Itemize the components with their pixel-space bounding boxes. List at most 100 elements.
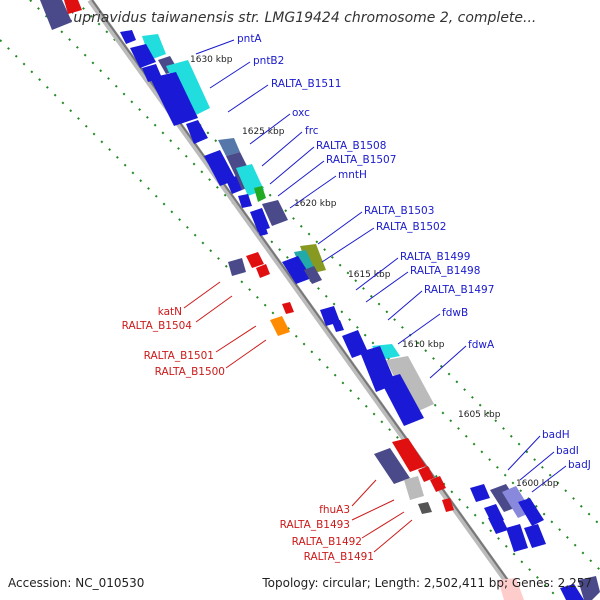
gene-arrow[interactable] bbox=[332, 320, 344, 332]
leader-line bbox=[215, 325, 257, 353]
gene-arrow[interactable] bbox=[418, 466, 434, 482]
leader-line bbox=[351, 499, 395, 521]
backbone-shadow bbox=[87, 0, 523, 600]
gene-arrow[interactable] bbox=[342, 330, 368, 358]
gene-arrow[interactable] bbox=[186, 120, 208, 144]
tick-label: 1630 kbp bbox=[190, 55, 233, 65]
gene-arrow[interactable] bbox=[226, 176, 242, 194]
gene-label-badJ[interactable]: badJ bbox=[568, 459, 591, 471]
gene-arrow[interactable] bbox=[40, 0, 72, 30]
tick-label: 1610 kbp bbox=[402, 340, 445, 350]
gene-arrow[interactable] bbox=[374, 448, 410, 484]
gene-arrow[interactable] bbox=[418, 502, 432, 514]
gene-arrow[interactable] bbox=[282, 302, 294, 314]
gene-arrow[interactable] bbox=[238, 194, 252, 208]
gene-arrow[interactable] bbox=[246, 252, 264, 268]
leader-line bbox=[261, 131, 303, 167]
gene-label-fdwB[interactable]: fdwB bbox=[442, 307, 468, 319]
gene-arrow[interactable] bbox=[320, 306, 340, 326]
gene-arrow[interactable] bbox=[218, 138, 240, 156]
leader-lines-left bbox=[183, 281, 413, 553]
gene-arrow[interactable] bbox=[380, 374, 424, 426]
gene-label-mntH[interactable]: mntH bbox=[338, 169, 367, 181]
leader-line bbox=[355, 257, 399, 291]
leader-line bbox=[269, 146, 315, 185]
reverse-features bbox=[64, 0, 524, 600]
gene-label-RALTA_B1501[interactable]: RALTA_B1501 bbox=[144, 350, 214, 362]
gene-arrow[interactable] bbox=[150, 72, 198, 126]
gene-label-oxc[interactable]: oxc bbox=[292, 107, 310, 119]
leader-line bbox=[209, 61, 251, 89]
gene-arrow[interactable] bbox=[430, 476, 446, 492]
leader-line bbox=[365, 271, 409, 303]
leader-line bbox=[429, 345, 467, 379]
guide-line-1 bbox=[29, 0, 600, 571]
map-title: Cupriavidus taiwanensis str. LMG19424 ch… bbox=[64, 10, 537, 26]
gene-arrow[interactable] bbox=[404, 476, 424, 500]
tick-label: 1620 kbp bbox=[294, 199, 337, 209]
gene-arrow[interactable] bbox=[282, 256, 312, 284]
gene-arrow[interactable] bbox=[498, 578, 524, 600]
leader-line bbox=[289, 175, 337, 209]
gene-arrow[interactable] bbox=[518, 498, 544, 526]
gene-label-fhuA3[interactable]: fhuA3 bbox=[319, 504, 350, 516]
gene-label-RALTA_B1498[interactable]: RALTA_B1498 bbox=[410, 265, 480, 277]
tick-label: 1600 kbp bbox=[516, 479, 559, 489]
gene-arrow[interactable] bbox=[304, 266, 322, 284]
gene-label-RALTA_B1503[interactable]: RALTA_B1503 bbox=[364, 205, 434, 217]
gene-label-katN[interactable]: katN bbox=[158, 306, 182, 318]
leader-lines-right bbox=[195, 39, 567, 493]
forward-features bbox=[40, 0, 600, 600]
gene-arrow[interactable] bbox=[578, 576, 600, 600]
gene-arrow[interactable] bbox=[256, 264, 270, 278]
leader-line bbox=[183, 281, 221, 309]
gene-label-RALTA_B1499[interactable]: RALTA_B1499 bbox=[400, 251, 470, 263]
gene-labels-left: katN RALTA_B1504 RALTA_B1501 RALTA_B1500… bbox=[122, 306, 374, 563]
gene-arrow[interactable] bbox=[204, 150, 236, 186]
gene-arrow[interactable] bbox=[262, 200, 288, 226]
gene-label-pntA[interactable]: pntA bbox=[237, 33, 262, 45]
gene-arrow[interactable] bbox=[470, 484, 490, 502]
gene-arrow[interactable] bbox=[560, 584, 584, 600]
leader-line bbox=[387, 290, 423, 321]
gene-arrow[interactable] bbox=[386, 356, 434, 414]
gene-label-RALTA_B1504[interactable]: RALTA_B1504 bbox=[122, 320, 193, 332]
gene-arrow[interactable] bbox=[442, 498, 454, 512]
gene-label-RALTA_B1502[interactable]: RALTA_B1502 bbox=[376, 221, 446, 233]
gene-label-badI[interactable]: badI bbox=[556, 445, 579, 457]
topology-label: Topology: circular; Length: 2,502,411 bp… bbox=[261, 576, 592, 590]
gene-label-RALTA_B1500[interactable]: RALTA_B1500 bbox=[155, 366, 225, 378]
gene-label-RALTA_B1508[interactable]: RALTA_B1508 bbox=[316, 140, 386, 152]
gene-arrow[interactable] bbox=[488, 514, 508, 534]
gene-label-badH[interactable]: badH bbox=[542, 429, 570, 441]
gene-label-RALTA_B1507[interactable]: RALTA_B1507 bbox=[326, 154, 396, 166]
tick-labels: 1630 kbp 1625 kbp 1620 kbp 1615 kbp 1610… bbox=[190, 55, 559, 489]
gene-arrow[interactable] bbox=[254, 186, 266, 202]
leader-line bbox=[225, 339, 267, 369]
gene-label-RALTA_B1493[interactable]: RALTA_B1493 bbox=[280, 519, 350, 531]
gene-arrow[interactable] bbox=[120, 30, 136, 44]
leader-line bbox=[277, 160, 325, 197]
gene-arrow[interactable] bbox=[392, 438, 426, 472]
leader-line bbox=[249, 113, 291, 145]
gene-arrow[interactable] bbox=[524, 524, 546, 548]
gene-label-pntB2[interactable]: pntB2 bbox=[253, 55, 284, 67]
leader-line bbox=[351, 479, 377, 507]
gene-arrow[interactable] bbox=[256, 222, 268, 236]
gene-label-RALTA_B1497[interactable]: RALTA_B1497 bbox=[424, 284, 494, 296]
gene-arrow[interactable] bbox=[228, 258, 246, 276]
gene-label-RALTA_B1491[interactable]: RALTA_B1491 bbox=[304, 551, 374, 563]
gene-arrow[interactable] bbox=[64, 0, 82, 14]
gene-label-frc[interactable]: frc bbox=[305, 125, 319, 137]
gene-arrow[interactable] bbox=[130, 44, 156, 68]
gene-arrow[interactable] bbox=[270, 316, 290, 336]
leader-line bbox=[397, 313, 441, 345]
gene-label-fdwA[interactable]: fdwA bbox=[468, 339, 495, 351]
gene-label-RALTA_B1511[interactable]: RALTA_B1511 bbox=[271, 78, 341, 90]
gene-arrow[interactable] bbox=[506, 524, 528, 552]
leader-line bbox=[519, 451, 555, 481]
tick-label: 1625 kbp bbox=[242, 127, 285, 137]
gene-label-RALTA_B1492[interactable]: RALTA_B1492 bbox=[292, 536, 362, 548]
